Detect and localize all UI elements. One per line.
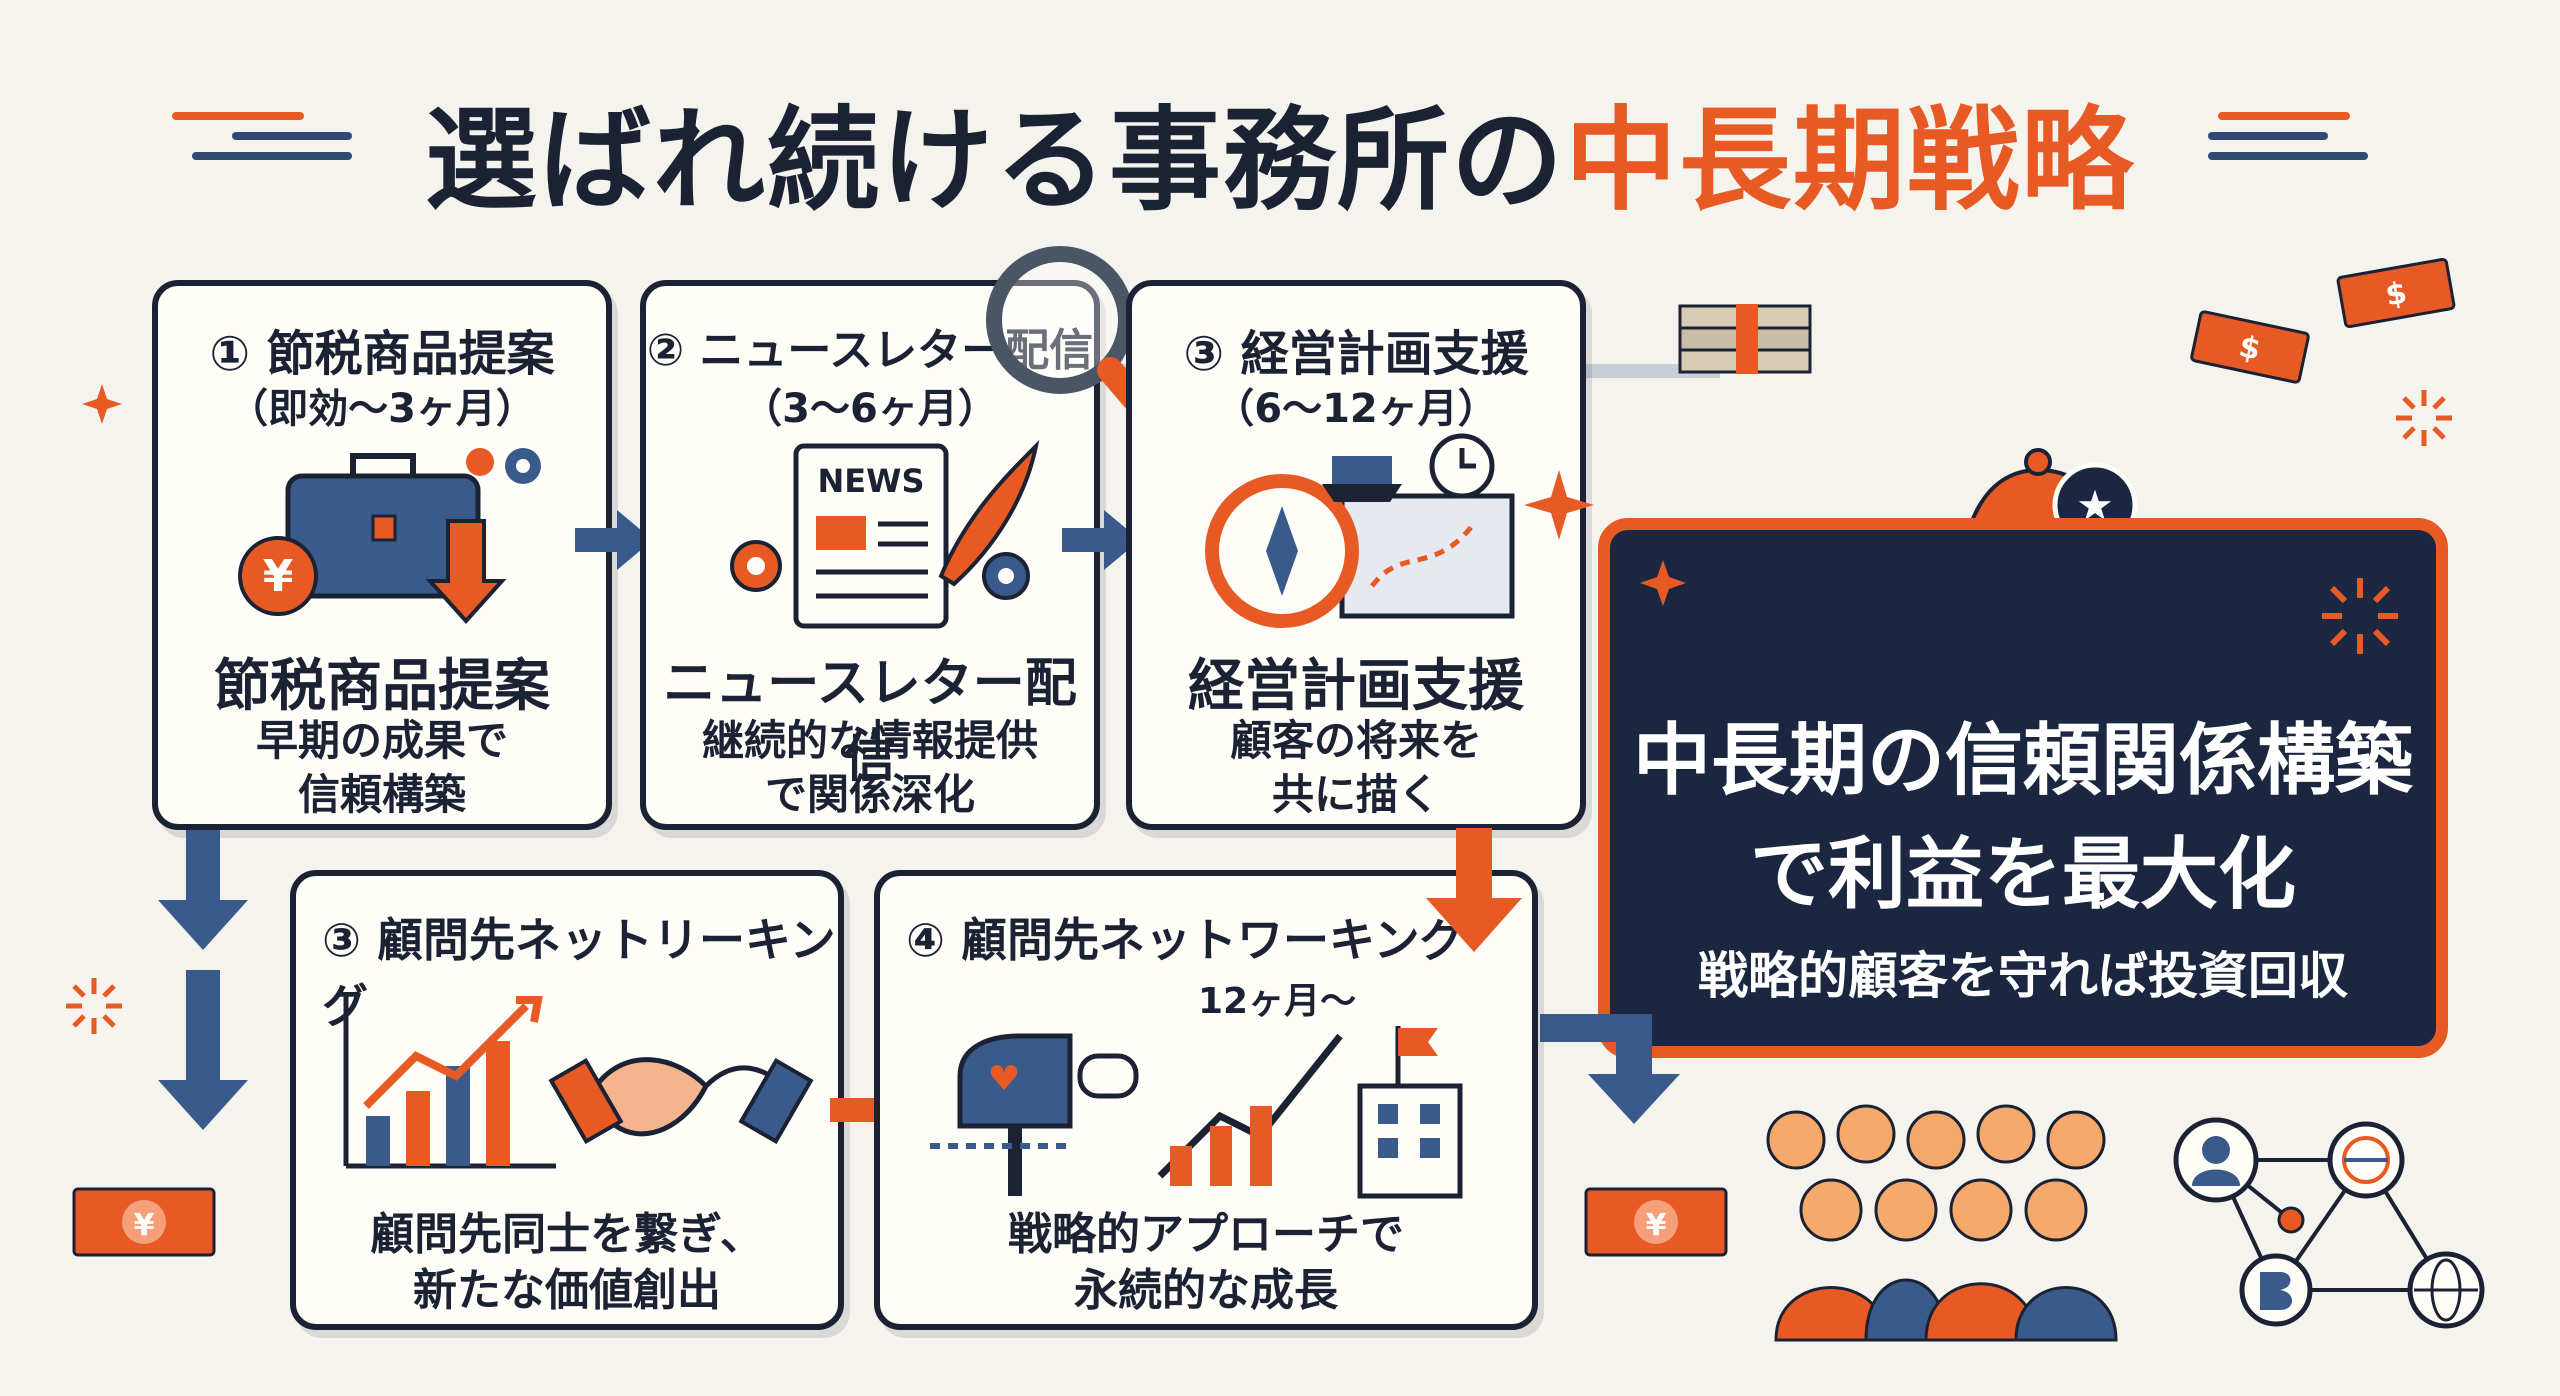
arrow-down-icon [1426, 828, 1522, 952]
title-decor-line [232, 132, 352, 140]
step-heading: ① 節税商品提案 [209, 326, 555, 382]
burst-icon [66, 978, 122, 1034]
summary-callout: 中長期の信頼関係構築 で利益を最大化 戦略的顧客を守れば投資回収 [1598, 518, 2448, 1058]
title-part-main: 選ばれ続ける事務所の [425, 96, 1565, 226]
step-card-4: ③ 顧問先ネットリーキング 顧問先同士を繋ぎ、 新たな価値創出 [290, 870, 844, 1330]
arrow-down-icon [158, 830, 248, 1130]
step-desc-line1: 継続的な情報提供 [701, 716, 1038, 765]
compass-map-icon [1205, 433, 1515, 628]
step-period: （3〜6ヶ月） [742, 386, 998, 432]
step-heading: ③ 経営計画支援 [1183, 326, 1529, 382]
step-heading: ④ 顧問先ネットワーキング [906, 913, 1466, 967]
arrow-right-icon [1062, 510, 1140, 570]
callout-line-1: 中長期の信頼関係構築 [1632, 716, 2413, 806]
clients-crowd-icon [1766, 1104, 2118, 1342]
network-icon [2173, 1117, 2485, 1329]
sparkle-icon [1640, 560, 1686, 606]
step-name: 節税商品提案 [214, 654, 550, 719]
step-desc-line1: 顧問先同士を繋ぎ、 [370, 1209, 764, 1260]
step-desc-line1: 早期の成果で [255, 716, 508, 765]
dollar-bill-icon: $ [2336, 257, 2456, 329]
burst-icon [2396, 390, 2452, 446]
step-period: （即効〜3ヶ月） [228, 386, 536, 432]
step-desc-line2: 新たな価値創出 [413, 1265, 721, 1316]
yen-coin-icon: ¥ [263, 551, 294, 602]
mailbox-growth-building-icon [930, 1026, 1463, 1199]
step-card-1: ① 節税商品提案 （即効〜3ヶ月） ¥ 節税商品提案 早期の成果で 信頼構築 [152, 280, 612, 830]
sparkle-icon [82, 384, 122, 424]
burst-icon [2322, 578, 2398, 654]
page-title: 選ばれ続ける事務所の中長期戦略 [0, 70, 2560, 232]
svg-text:¥: ¥ [1646, 1208, 1667, 1243]
arrow-right-icon [575, 510, 653, 570]
step-desc-line1: 顧客の将来を [1229, 716, 1482, 765]
step-desc-line1: 戦略的アプローチで [1008, 1209, 1404, 1260]
callout-line-2: で利益を最大化 [1749, 830, 2296, 920]
step-desc-line2: で関係深化 [764, 770, 975, 819]
title-decor-line [192, 152, 352, 160]
yen-bill-icon: ¥ [1584, 1187, 1728, 1257]
arrow-elbow-icon [1540, 1014, 1680, 1124]
step-card-5: ④ 顧問先ネットワーキング 12ヶ月〜 戦略的アプローチで 永続的な成長 [874, 870, 1538, 1330]
step-period: 12ヶ月〜 [1198, 981, 1357, 1022]
svg-text:¥: ¥ [134, 1208, 155, 1243]
newsletter-icon: NEWS [730, 439, 1040, 629]
sparkle-icon [1524, 470, 1594, 540]
dollar-bill-icon: $ [2190, 310, 2310, 384]
briefcase-icon: ¥ [238, 448, 541, 624]
title-decor-line [172, 112, 304, 120]
yen-bill-icon: ¥ [72, 1187, 216, 1257]
step-desc-line2: 共に描く [1271, 770, 1440, 819]
step-desc-line2: 信頼構築 [297, 770, 466, 819]
title-decor-line [2208, 132, 2328, 140]
step-desc-line2: 永続的な成長 [1074, 1265, 1338, 1316]
step-name: 経営計画支援 [1188, 654, 1524, 719]
step-heading: ③ 顧問先ネットリーキング [322, 913, 836, 1033]
news-label: NEWS [818, 462, 925, 500]
title-part-accent: 中長期戦略 [1565, 96, 2135, 226]
step-name: ニュースレター配信 [663, 654, 1077, 789]
growth-chart-handshake-icon [343, 996, 814, 1169]
title-decor-line [2208, 152, 2368, 160]
step-card-3: ③ 経営計画支援 （6〜12ヶ月） 経営計画支援 顧客の将来を 共に描く [1126, 280, 1586, 830]
callout-line-3: 戦略的顧客を守れば投資回収 [1698, 947, 2348, 1005]
title-decor-line [2218, 112, 2350, 120]
money-stack-icon [1678, 304, 1812, 374]
step-period: （6〜12ヶ月） [1214, 386, 1498, 432]
